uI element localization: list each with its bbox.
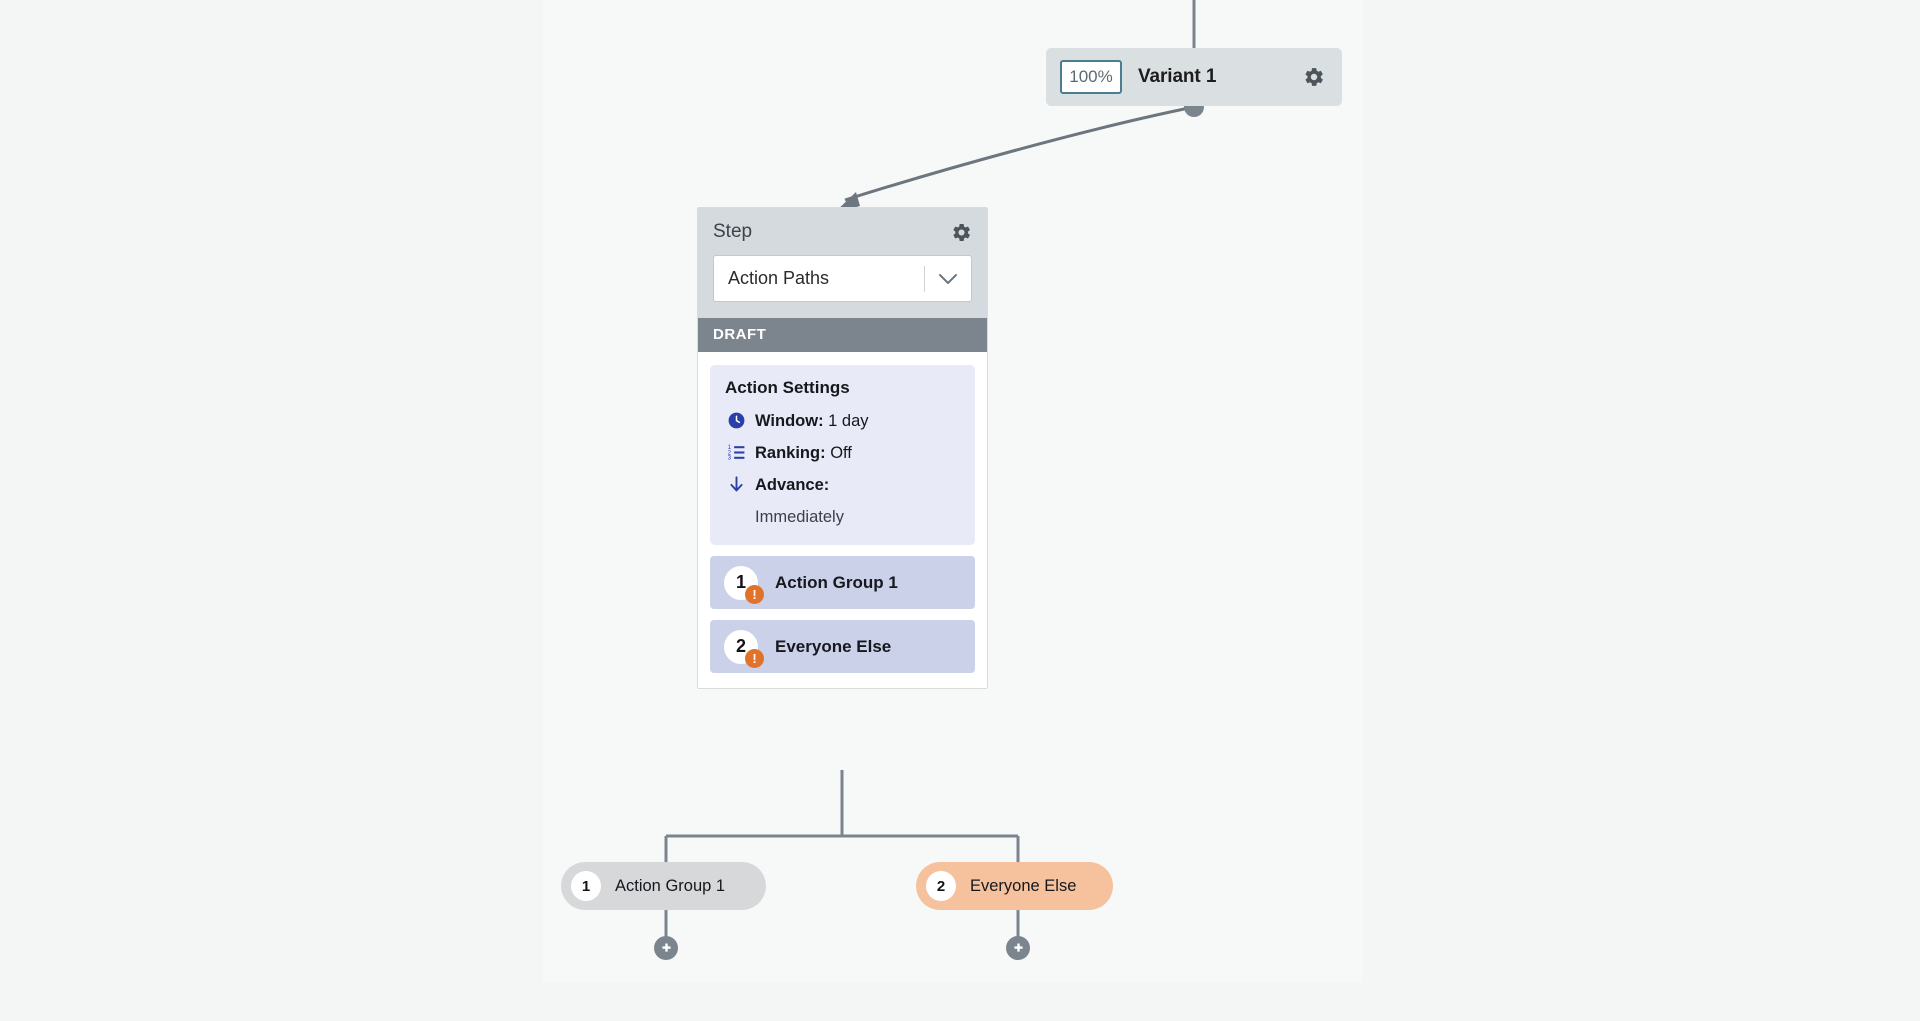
setting-row-ranking: 1 2 3 Ranking: Off <box>725 442 960 465</box>
group-number: 1 <box>735 572 746 593</box>
setting-window-text: Window: 1 day <box>755 410 869 433</box>
select-divider <box>924 265 925 292</box>
step-title: Step <box>713 221 753 242</box>
setting-advance-label: Advance: <box>755 476 830 495</box>
step-card: Step Action Paths DRAFT <box>697 207 988 690</box>
setting-window-label: Window: <box>755 412 824 430</box>
branch-label: Everyone Else <box>970 876 1077 895</box>
branch-label: Action Group 1 <box>615 876 726 895</box>
warning-icon: ! <box>745 648 764 668</box>
setting-ranking-text: Ranking: Off <box>755 442 852 465</box>
branch-number: 1 <box>571 871 601 901</box>
branch-number: 2 <box>926 871 956 901</box>
status-badge: DRAFT <box>698 318 987 352</box>
setting-advance-text: Advance: <box>755 474 829 497</box>
variant-name-label: Variant 1 <box>1138 66 1217 87</box>
group-number: 2 <box>735 636 746 657</box>
arrow-down-icon <box>725 474 747 494</box>
clock-icon <box>725 410 747 430</box>
action-settings-title: Action Settings <box>725 378 850 397</box>
step-type-select[interactable]: Action Paths <box>713 255 972 302</box>
chevron-down-icon[interactable] <box>925 273 971 285</box>
action-group-row-2[interactable]: 2 ! Everyone Else <box>710 620 975 674</box>
numbered-list-icon: 1 2 3 <box>725 442 747 462</box>
plus-icon <box>661 942 671 952</box>
setting-window-value: 1 day <box>828 412 869 430</box>
plus-icon <box>1013 942 1023 952</box>
setting-ranking-value: Off <box>830 444 852 463</box>
setting-row-window: Window: 1 day <box>725 410 960 433</box>
setting-row-advance: Advance: <box>725 474 960 497</box>
gear-icon[interactable] <box>1300 63 1328 91</box>
step-card-body: Action Settings Window: 1 day <box>698 352 987 688</box>
variant-node[interactable]: 100% Variant 1 <box>1046 48 1342 106</box>
group-label: Action Group 1 <box>775 572 898 592</box>
action-settings-panel: Action Settings Window: 1 day <box>710 365 975 546</box>
svg-text:2: 2 <box>727 450 730 456</box>
branch-pill-everyone-else[interactable]: 2 Everyone Else <box>916 862 1113 910</box>
step-type-value: Action Paths <box>728 268 830 288</box>
add-step-button-branch-2[interactable] <box>1006 936 1030 960</box>
group-number-badge: 2 ! <box>724 629 764 668</box>
svg-text:1: 1 <box>727 445 730 451</box>
setting-advance-value: Immediately <box>755 508 844 527</box>
group-label: Everyone Else <box>775 636 892 656</box>
add-step-button-branch-1[interactable] <box>654 936 678 960</box>
branch-pill-action-group-1[interactable]: 1 Action Group 1 <box>561 862 766 910</box>
action-group-row-1[interactable]: 1 ! Action Group 1 <box>710 556 975 610</box>
warning-icon: ! <box>745 584 764 604</box>
group-number-badge: 1 ! <box>724 565 764 604</box>
step-card-header: Step Action Paths <box>698 208 987 318</box>
svg-text:3: 3 <box>727 456 731 462</box>
variant-percent-input[interactable]: 100% <box>1060 60 1122 94</box>
setting-ranking-label: Ranking: <box>755 444 826 463</box>
gear-icon[interactable] <box>951 222 972 243</box>
